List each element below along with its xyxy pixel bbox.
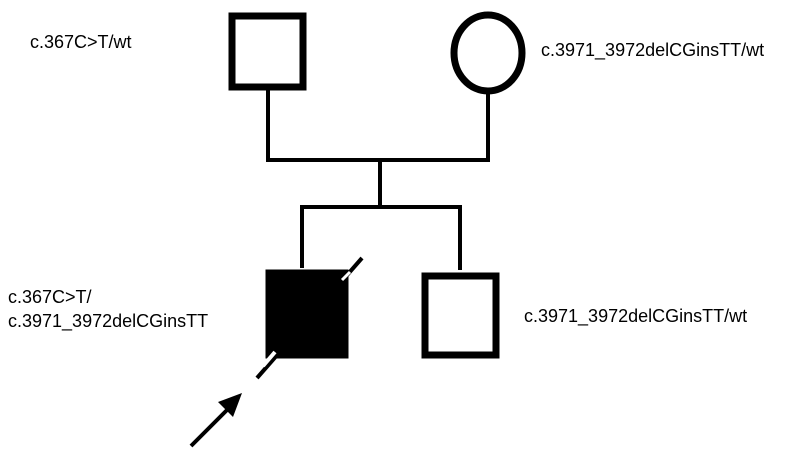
sibling-genotype-label: c.3971_3972delCGinsTT/wt [524,306,748,326]
father-symbol [228,12,307,91]
sibling-symbol [421,272,500,359]
father-genotype-label: c.367C>T/wt [30,32,132,52]
deceased-slash-gap [261,350,277,368]
proband-arrow-head [218,393,242,417]
deceased-slash-gap-top [340,270,352,282]
mother-genotype-label: c.3971_3972delCGinsTT/wt [541,40,765,60]
mother-symbol [450,11,526,95]
proband-genotype-label-line2: c.3971_3972delCGinsTT [8,311,209,331]
proband-symbol [265,269,349,359]
proband-genotype-label-line1: c.367C>T/ [8,287,92,307]
